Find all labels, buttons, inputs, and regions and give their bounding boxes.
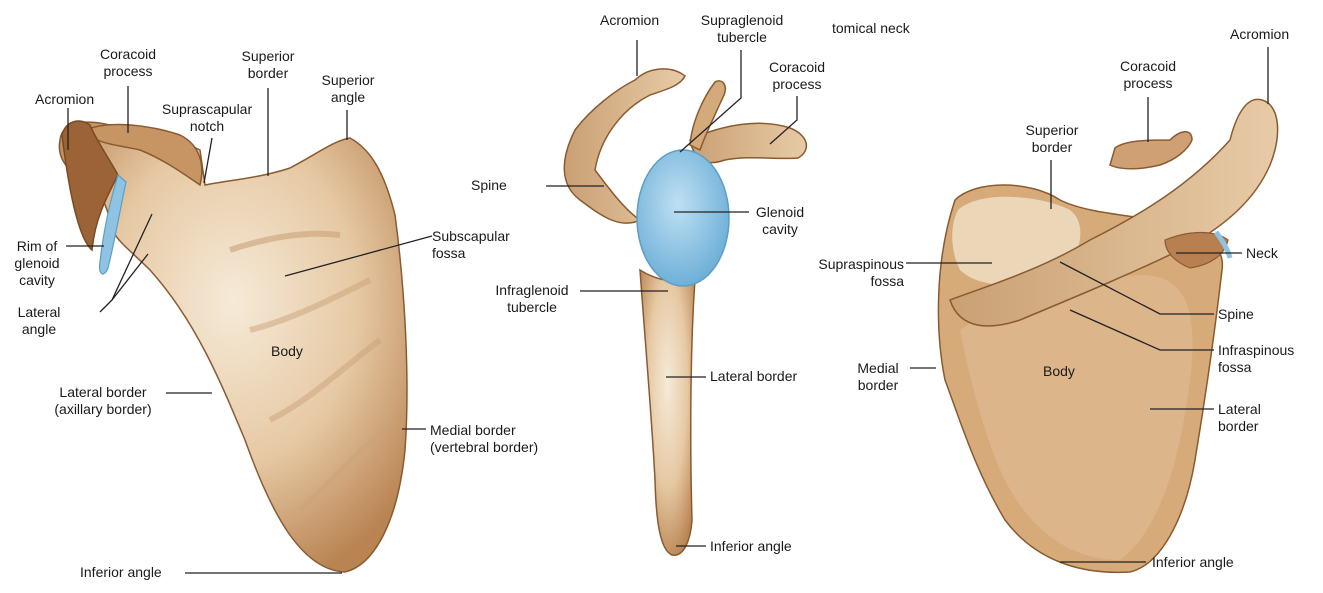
label-supraglenoid-tubercle: Supraglenoid tubercle — [686, 12, 798, 46]
label-lateral-angle-anterior: Lateral angle — [8, 304, 70, 338]
label-superior-border-anterior: Superior border — [230, 48, 306, 82]
label-acromion-lateral: Acromion — [600, 12, 659, 29]
anterior-scapula-body — [59, 122, 407, 572]
label-coracoid-process-posterior: Coracoid process — [1108, 58, 1188, 92]
label-spine-lateral: Spine — [471, 177, 507, 194]
label-anatomical-neck-fragment: tomical neck — [832, 20, 910, 37]
label-inferior-angle-lateral: Inferior angle — [710, 538, 792, 555]
label-subscapular-fossa: Subscapular fossa — [432, 228, 510, 262]
label-acromion-anterior: Acromion — [35, 91, 94, 108]
label-supraspinous-fossa: Supraspinous fossa — [796, 256, 904, 290]
label-medial-border-anterior: Medial border (vertebral border) — [430, 422, 538, 456]
label-medial-border-posterior: Medial border — [848, 360, 908, 394]
posterior-scapula — [938, 99, 1277, 572]
label-lateral-border-anterior: Lateral border (axillary border) — [40, 384, 166, 418]
label-inferior-angle-posterior: Inferior angle — [1152, 554, 1234, 571]
label-suprascapular-notch: Suprascapular notch — [152, 101, 262, 135]
label-rim-of-glenoid-cavity: Rim of glenoid cavity — [6, 238, 68, 289]
posterior-coracoid-process — [1110, 132, 1192, 169]
label-coracoid-process-lateral: Coracoid process — [760, 59, 834, 93]
anterior-scapula — [59, 121, 407, 572]
label-superior-angle-anterior: Superior angle — [310, 72, 386, 106]
label-infraspinous-fossa: Infraspinous fossa — [1218, 342, 1294, 376]
label-lateral-border-lateral: Lateral border — [710, 368, 797, 385]
label-acromion-posterior: Acromion — [1230, 26, 1289, 43]
label-body-posterior: Body — [1043, 363, 1075, 380]
label-coracoid-process-anterior: Coracoid process — [88, 46, 168, 80]
label-superior-border-posterior: Superior border — [1014, 122, 1090, 156]
label-lateral-border-posterior: Lateral border — [1218, 401, 1261, 435]
label-body-anterior: Body — [271, 343, 303, 360]
label-glenoid-cavity: Glenoid cavity — [750, 204, 810, 238]
lateral-scapula — [564, 69, 806, 555]
label-infraglenoid-tubercle: Infraglenoid tubercle — [486, 282, 578, 316]
lateral-blade — [640, 270, 695, 555]
label-neck-posterior: Neck — [1246, 245, 1278, 262]
lateral-glenoid-cavity — [637, 150, 729, 286]
label-spine-posterior: Spine — [1218, 306, 1254, 323]
label-inferior-angle-anterior: Inferior angle — [80, 564, 162, 581]
